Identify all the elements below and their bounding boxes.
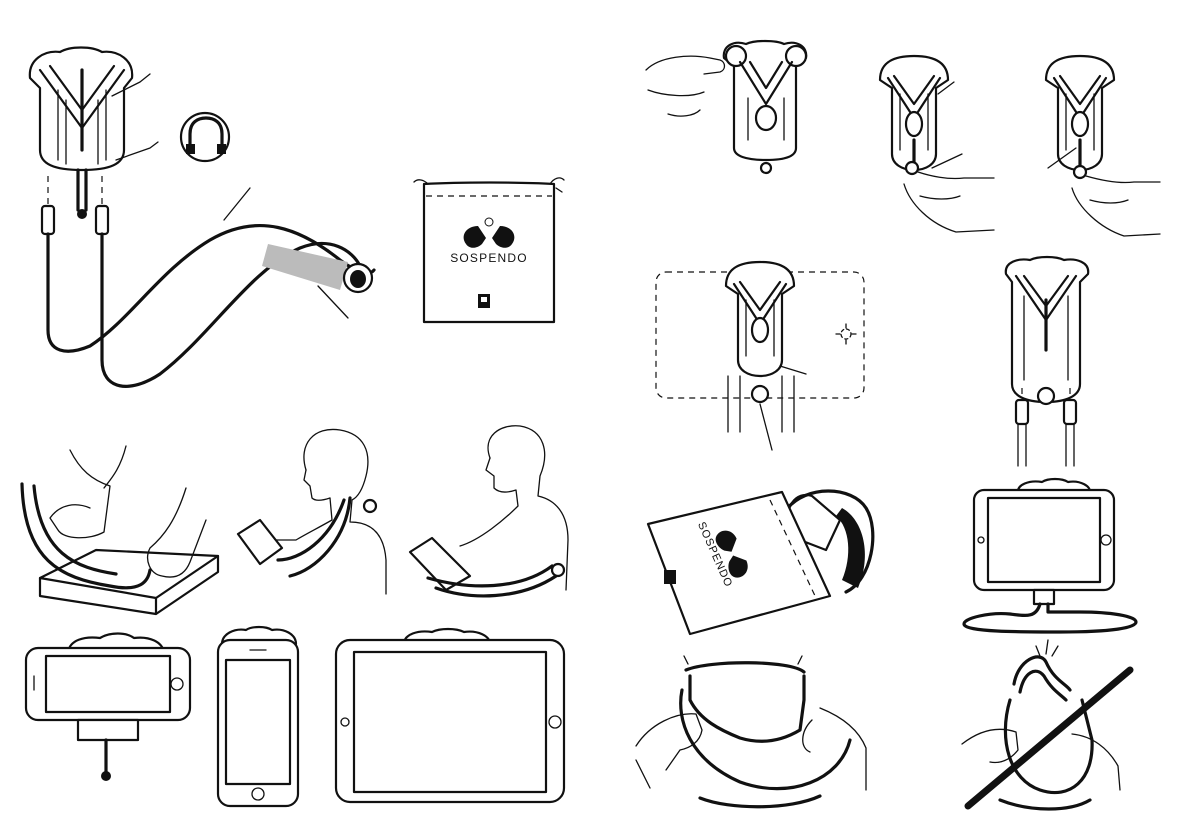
bend-on-table-illustration xyxy=(22,446,218,614)
person-phone-illustration xyxy=(238,429,386,594)
pouch-front: SOSPENDO xyxy=(414,178,564,322)
phone-landscape-illustration xyxy=(26,634,190,782)
pouch-storage-illustration: SOSPENDO xyxy=(648,491,873,634)
crosshair-icon xyxy=(836,324,856,344)
magnet-icon xyxy=(181,113,229,161)
flexible-cable xyxy=(42,206,374,386)
phone-portrait-illustration xyxy=(218,627,298,806)
holder-setup-step-2 xyxy=(880,56,994,232)
desk-stand-illustration xyxy=(964,479,1136,632)
holder-connected-illustration xyxy=(1006,257,1088,466)
person-tablet-illustration xyxy=(410,426,568,596)
holder-setup-step-1 xyxy=(646,41,806,173)
wrong-bend-illustration xyxy=(962,640,1130,809)
device-placement-illustration xyxy=(656,262,864,450)
correct-bend-illustration xyxy=(636,656,866,807)
holder-setup-step-3 xyxy=(1046,56,1160,236)
holder-clamp-illustration xyxy=(30,48,132,220)
pouch-brand-text: SOSPENDO xyxy=(450,251,528,265)
dashed-guides xyxy=(48,176,102,206)
tablet-landscape-illustration xyxy=(336,629,564,802)
stress-marks-icon xyxy=(1036,640,1058,656)
